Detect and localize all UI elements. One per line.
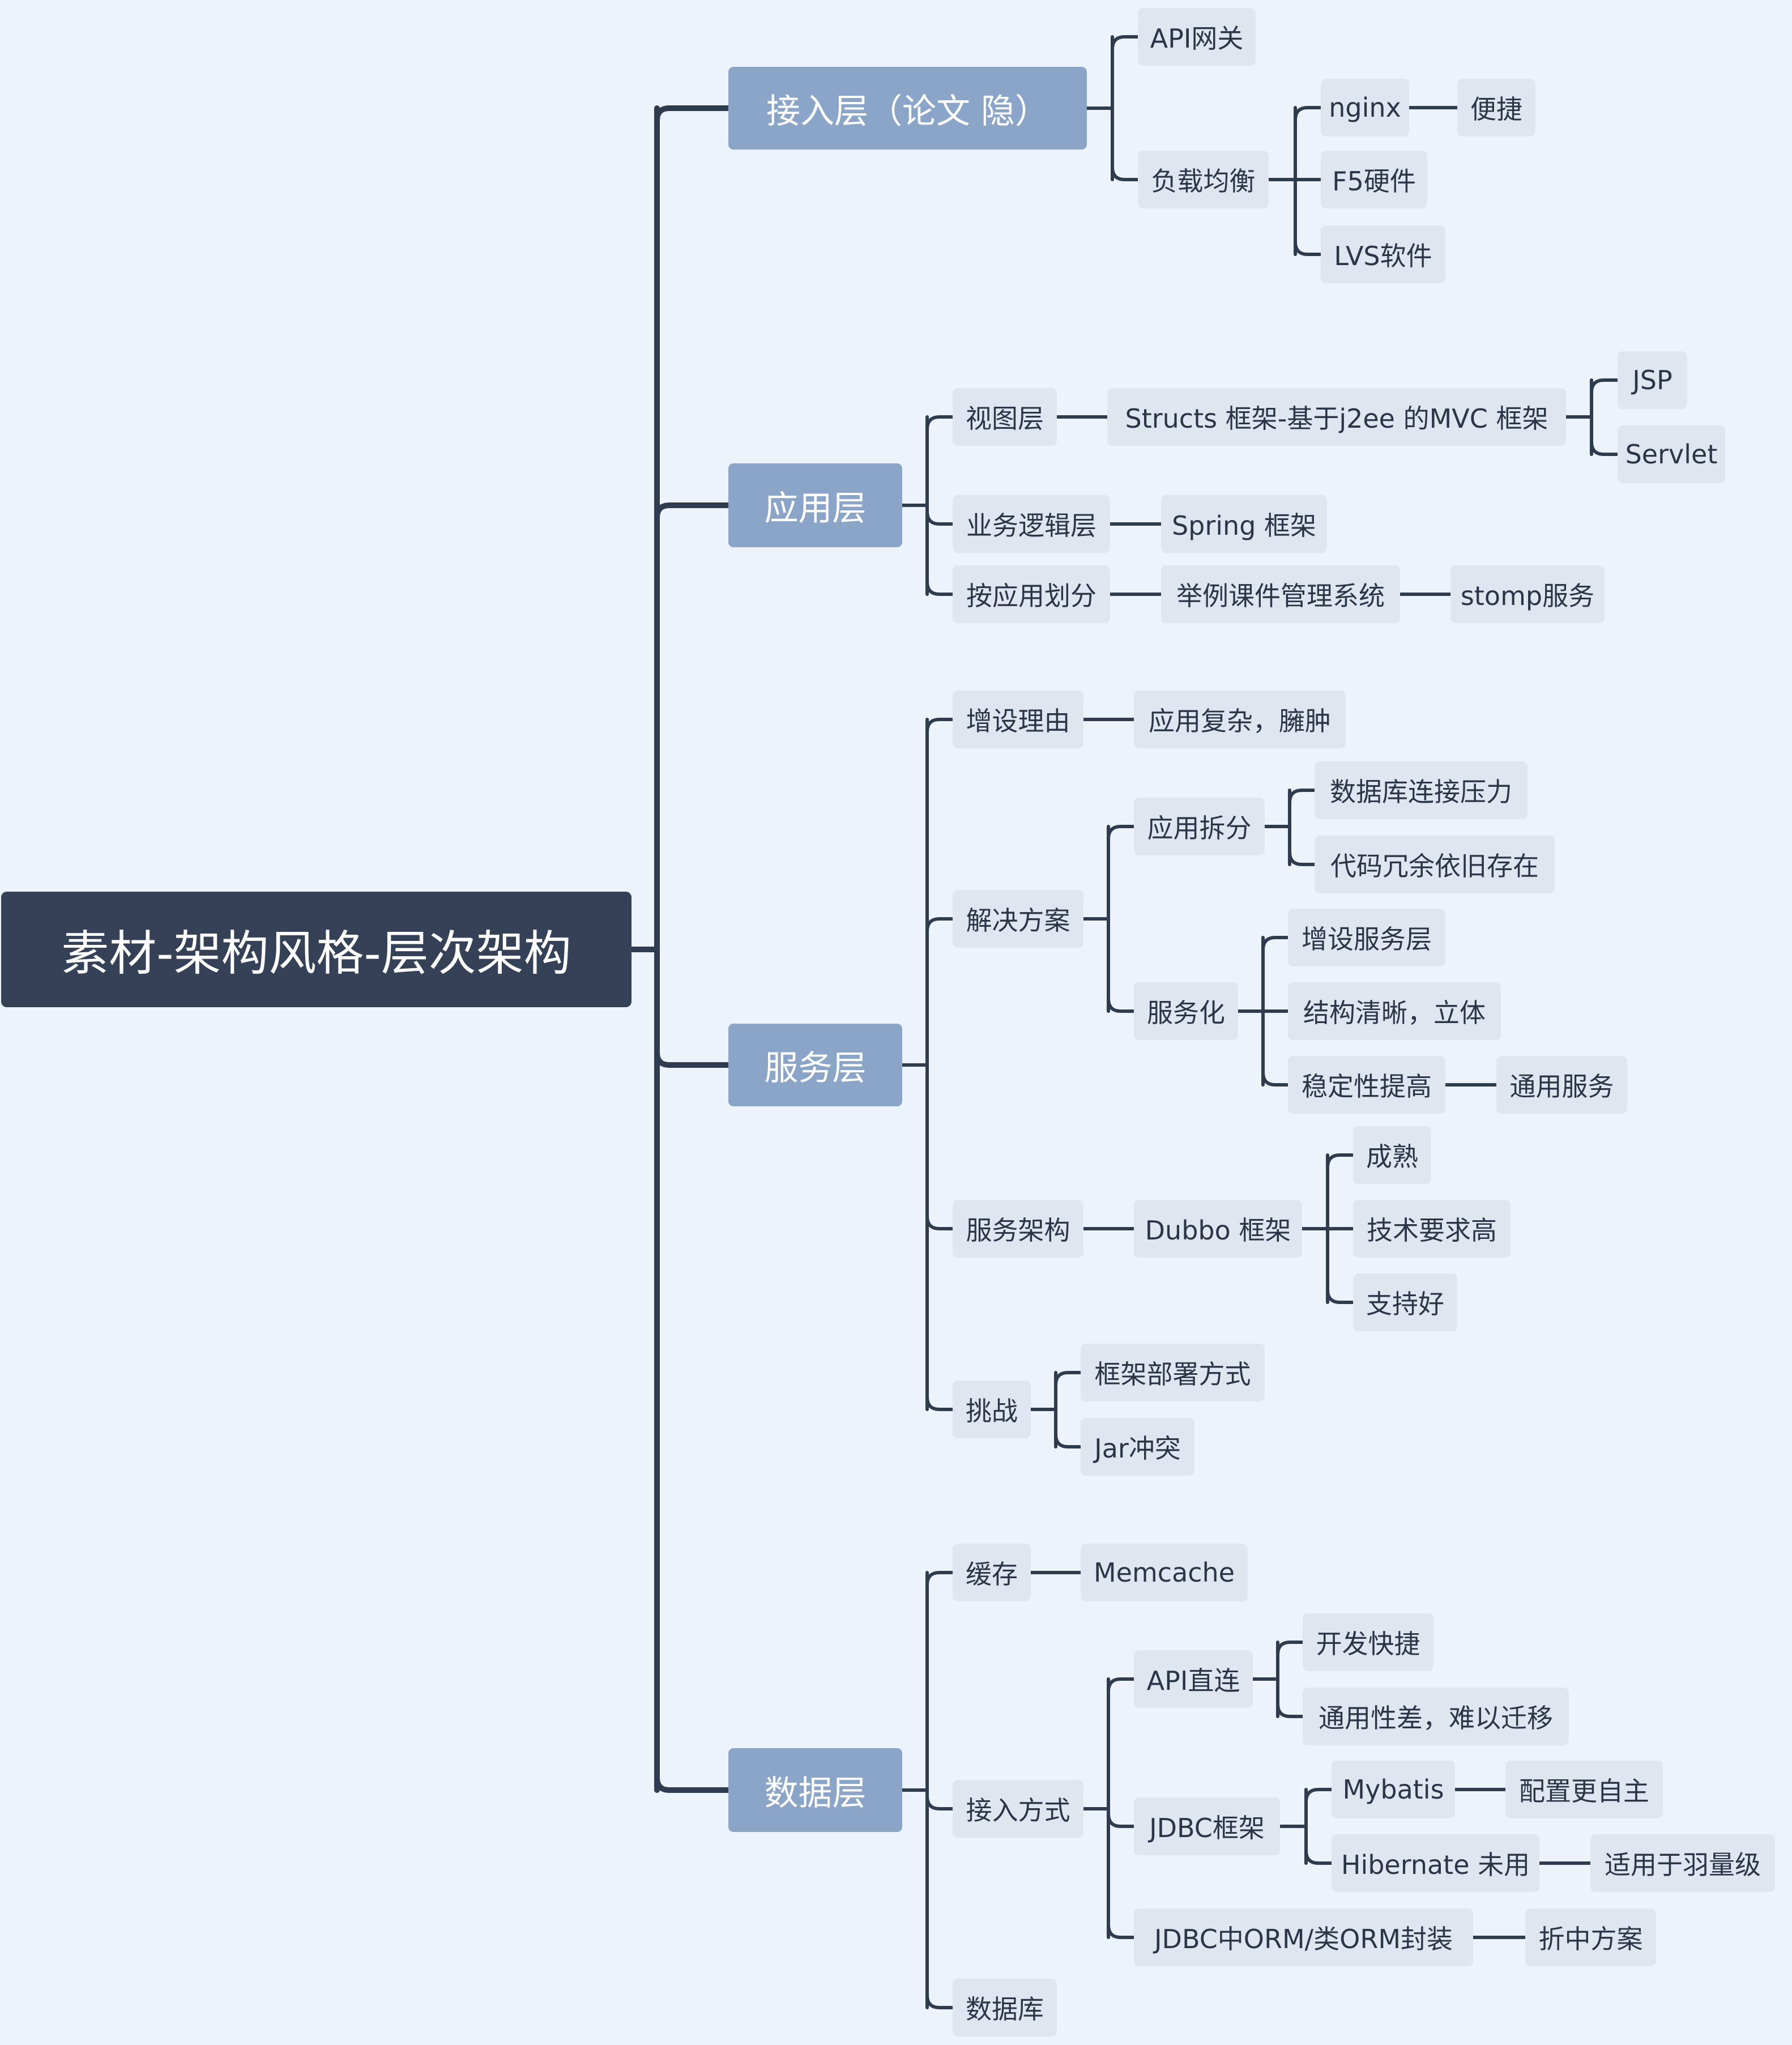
topic-mature[interactable]: 成熟 [1353,1126,1431,1184]
topic-convenient[interactable]: 便捷 [1457,79,1535,137]
topic-application-layer[interactable]: 应用层 [728,463,902,547]
connector-line [1054,1371,1082,1387]
connector-line [925,1795,954,1810]
connector-line [1111,165,1140,181]
connector-line [1111,35,1140,51]
topic-jar-conflict[interactable]: Jar冲突 [1081,1418,1194,1476]
topic-nginx[interactable]: nginx [1321,79,1409,137]
topic-access-mode[interactable]: 接入方式 [953,1780,1083,1838]
topic-dubbo-framework[interactable]: Dubbo 框架 [1134,1200,1302,1258]
connector-line [1107,997,1136,1013]
topic-hibernate-unused[interactable]: Hibernate 未用 [1332,1834,1539,1892]
connector-line [1288,789,1316,804]
topic-add-service-layer[interactable]: 增设服务层 [1288,909,1445,966]
connector-line [1276,1702,1304,1718]
topic-data-layer[interactable]: 数据层 [728,1748,902,1832]
topic-lvs-software[interactable]: LVS软件 [1321,225,1445,283]
connector-line [1054,1433,1082,1448]
topic-cache[interactable]: 缓存 [953,1544,1031,1601]
connector-line [1261,1071,1290,1087]
connector-line [925,510,954,526]
connector-line [925,917,954,933]
connector-line [925,415,954,431]
connector-line [1107,825,1136,841]
topic-framework-deployment[interactable]: 框架部署方式 [1081,1344,1265,1401]
connector-line [654,105,731,123]
topic-add-reason[interactable]: 增设理由 [953,691,1083,748]
topic-servlet[interactable]: Servlet [1618,425,1725,483]
connector-line [925,1215,954,1230]
connector-line [654,502,731,521]
connector-line [1107,1812,1136,1828]
topic-fast-development[interactable]: 开发快捷 [1303,1613,1433,1671]
topic-courseware-example[interactable]: 举例课件管理系统 [1161,565,1400,623]
topic-challenge[interactable]: 挑战 [953,1381,1031,1438]
topic-mybatis[interactable]: Mybatis [1332,1761,1455,1818]
topic-service-architecture[interactable]: 服务架构 [953,1200,1083,1258]
topic-jdbc-framework[interactable]: JDBC框架 [1134,1797,1280,1855]
connector-line [1326,1153,1355,1169]
topic-compromise-solution[interactable]: 折中方案 [1525,1908,1656,1966]
connector-line [1590,378,1619,394]
topic-high-tech-requirement[interactable]: 技术要求高 [1353,1200,1511,1258]
connector-line [654,1050,731,1068]
connector-line [1261,936,1290,952]
connector-line [1107,1677,1136,1693]
connector-line [1590,440,1619,456]
topic-f5-hardware[interactable]: F5硬件 [1321,151,1427,208]
topic-common-service[interactable]: 通用服务 [1496,1056,1627,1114]
connector-line [1288,850,1316,866]
connector-line [925,1993,954,2009]
topic-code-redundancy[interactable]: 代码冗余依旧存在 [1315,836,1555,893]
topic-spring-framework[interactable]: Spring 框架 [1161,495,1327,553]
topic-stomp-service[interactable]: stomp服务 [1450,565,1605,623]
topic-good-support[interactable]: 支持好 [1353,1273,1457,1331]
topic-app-split[interactable]: 应用拆分 [1134,798,1265,855]
topic-memcache[interactable]: Memcache [1081,1544,1248,1601]
topic-business-logic-layer[interactable]: 业务逻辑层 [953,495,1110,553]
topic-stability-improved[interactable]: 稳定性提高 [1288,1056,1445,1114]
connector-line [925,1395,954,1411]
root-topic[interactable]: 素材-架构风格-层次架构 [1,892,632,1007]
connector-line [1304,1849,1333,1865]
topic-load-balancing[interactable]: 负载均衡 [1138,151,1269,208]
topic-access-layer[interactable]: 接入层（论文 隐） [728,67,1087,150]
topic-service-layer[interactable]: 服务层 [728,1024,902,1106]
connector-line [1107,1923,1136,1939]
connector-line [1294,106,1322,122]
topic-more-autonomous-config[interactable]: 配置更自主 [1505,1761,1663,1818]
connector-line [1304,1788,1333,1804]
topic-solution[interactable]: 解决方案 [953,890,1083,948]
topic-jsp[interactable]: JSP [1618,351,1687,409]
connector-line [1294,240,1322,256]
topic-lightweight[interactable]: 适用于羽量级 [1590,1834,1775,1892]
connector-line [925,580,954,596]
topic-poor-generality[interactable]: 通用性差，难以迁移 [1303,1688,1569,1745]
topic-db-connection-pressure[interactable]: 数据库连接压力 [1315,761,1528,819]
connector-line [1326,1288,1355,1304]
connector-line [1276,1641,1304,1656]
connector-line [925,1571,954,1587]
topic-servicization[interactable]: 服务化 [1134,982,1238,1040]
topic-view-layer[interactable]: 视图层 [953,388,1057,446]
topic-clear-structure[interactable]: 结构清晰，立体 [1288,982,1501,1040]
topic-database[interactable]: 数据库 [953,1979,1057,2037]
topic-jdbc-orm-wrapper[interactable]: JDBC中ORM/类ORM封装 [1134,1908,1473,1966]
connector-line [925,718,954,734]
topic-api-direct[interactable]: API直连 [1134,1650,1253,1708]
topic-complex-bloated[interactable]: 应用复杂，臃肿 [1134,691,1346,748]
connector-line [654,1775,731,1793]
topic-api-gateway[interactable]: API网关 [1138,8,1256,66]
topic-by-application[interactable]: 按应用划分 [953,565,1110,623]
topic-struts-framework[interactable]: Structs 框架-基于j2ee 的MVC 框架 [1107,388,1566,446]
